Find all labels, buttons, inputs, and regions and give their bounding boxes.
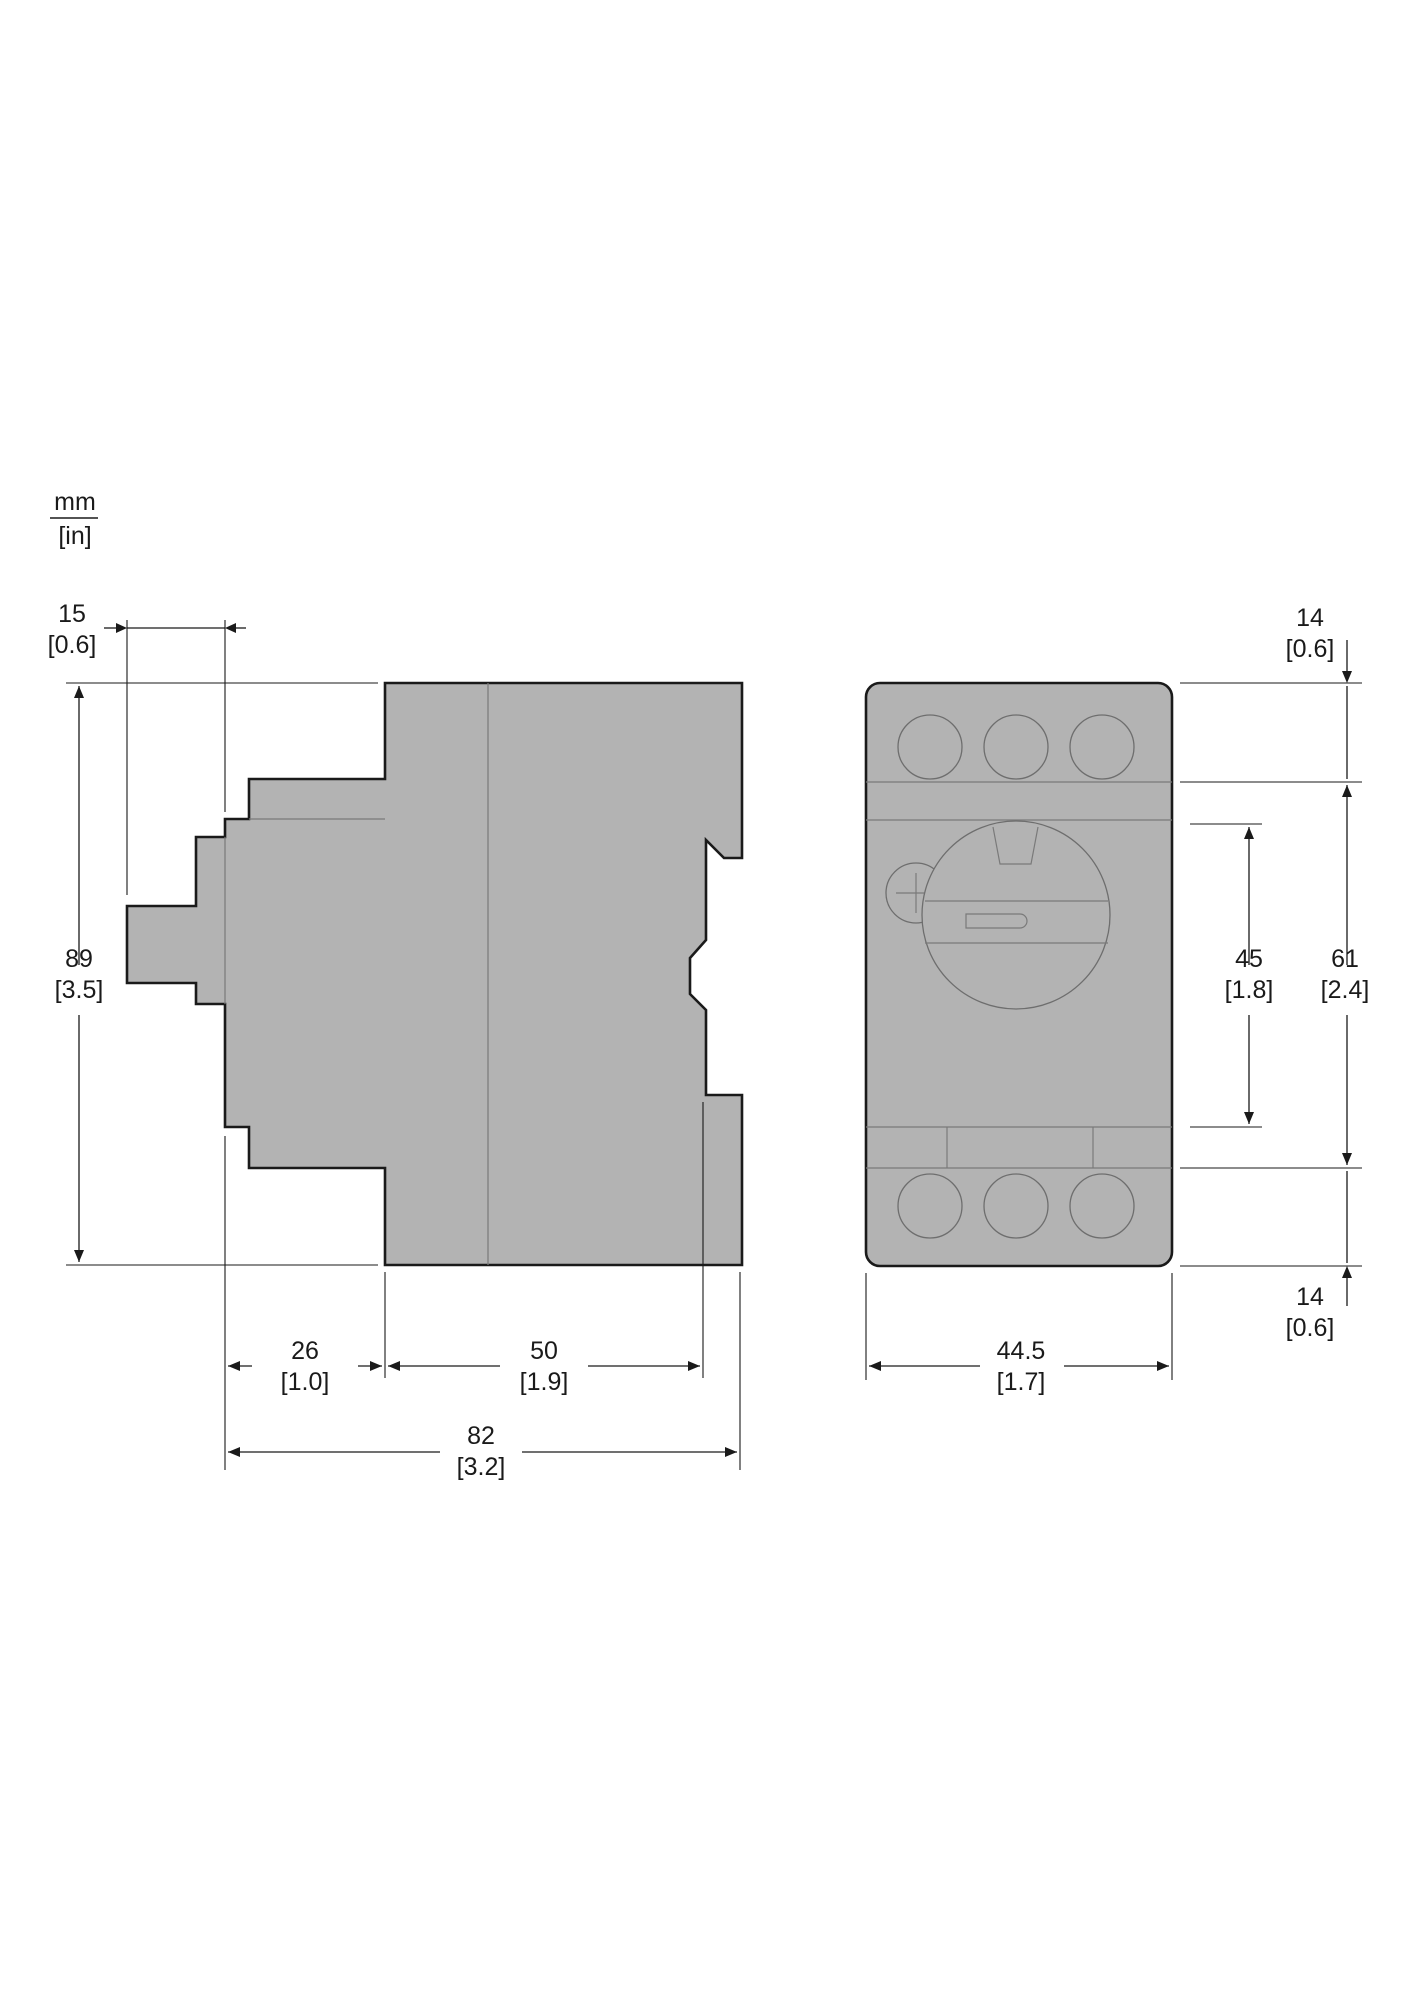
dim-total-depth-mm: 82 — [467, 1422, 495, 1450]
units-mm: mm — [54, 488, 96, 516]
dim-height-mm: 89 — [65, 945, 93, 973]
side-view-body — [125, 681, 744, 1267]
arrowhead — [74, 686, 84, 698]
terminal-screw — [983, 1173, 1049, 1239]
arrowhead — [388, 1361, 400, 1371]
units-in: [in] — [58, 522, 91, 550]
arrowhead — [228, 1447, 240, 1457]
dim-height-in: [3.5] — [55, 976, 104, 1004]
front-view-dimensions: 14 [0.6] 61 [2.4] 45 [1.8] 14 [0.6] 44.5… — [865, 604, 1370, 1396]
terminal-screw — [1069, 1173, 1135, 1239]
front-view — [864, 681, 1174, 1268]
units-legend: mm [in] — [50, 488, 98, 550]
side-view — [125, 681, 744, 1267]
dim-top-terminal-mm: 14 — [1296, 604, 1324, 632]
arrowhead — [1157, 1361, 1169, 1371]
dim-knob-height-mm: 45 — [1235, 945, 1263, 973]
terminal-screw — [897, 714, 963, 780]
arrowhead — [1244, 1112, 1254, 1124]
dim-shaft-width-in: [0.6] — [48, 631, 97, 659]
arrowhead — [1342, 1153, 1352, 1165]
dim-bottom-terminal-in: [0.6] — [1286, 1314, 1335, 1342]
arrowhead — [1342, 785, 1352, 797]
dim-shaft-width-mm: 15 — [58, 600, 86, 628]
side-view-dimensions: 15 [0.6] 89 [3.5] 26 [1.0] 50 [1.9] — [48, 600, 741, 1481]
dim-front-depth-in: [1.0] — [281, 1368, 330, 1396]
dim-width-in: [1.7] — [997, 1368, 1046, 1396]
arrowhead — [74, 1250, 84, 1262]
arrowhead — [228, 1361, 240, 1371]
arrowhead — [1342, 671, 1352, 683]
dim-body-depth-in: [1.9] — [520, 1368, 569, 1396]
arrowhead — [116, 623, 127, 633]
dim-body-depth-mm: 50 — [530, 1337, 558, 1365]
dim-center-height-mm: 61 — [1331, 945, 1359, 973]
arrowhead — [1342, 1266, 1352, 1278]
dim-knob-height-in: [1.8] — [1225, 976, 1274, 1004]
terminal-screw — [1069, 714, 1135, 780]
dim-top-terminal-in: [0.6] — [1286, 635, 1335, 663]
arrowhead — [869, 1361, 881, 1371]
arrowhead — [370, 1361, 382, 1371]
terminal-screw — [897, 1173, 963, 1239]
arrowhead — [725, 1447, 737, 1457]
arrowhead — [1244, 827, 1254, 839]
terminal-screw — [983, 714, 1049, 780]
dim-center-height-in: [2.4] — [1321, 976, 1370, 1004]
dim-width-mm: 44.5 — [997, 1337, 1046, 1365]
arrowhead — [225, 623, 236, 633]
dim-bottom-terminal-mm: 14 — [1296, 1283, 1324, 1311]
dim-front-depth-mm: 26 — [291, 1337, 319, 1365]
rotary-knob — [921, 820, 1111, 1010]
arrowhead — [688, 1361, 700, 1371]
dim-total-depth-in: [3.2] — [457, 1453, 506, 1481]
